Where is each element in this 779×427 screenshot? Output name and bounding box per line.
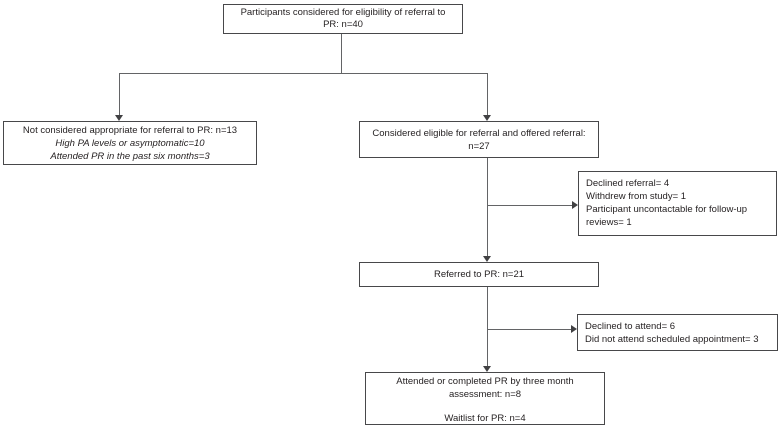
- text-line: Waitlist for PR: n=4: [444, 413, 526, 424]
- connector-branch-bar: [119, 73, 488, 74]
- box-eligible-offered: Considered eligible for referral and off…: [359, 121, 599, 158]
- box-eligibility: Participants considered for eligibility …: [223, 4, 463, 34]
- text-line: Did not attend scheduled appointment= 3: [585, 334, 759, 345]
- box-declined-referral: Declined referral= 4 Withdrew from study…: [578, 171, 777, 236]
- arrowhead-down-icon: [115, 115, 123, 121]
- arrowhead-down-icon: [483, 115, 491, 121]
- box-completed: Attended or completed PR by three month …: [365, 372, 605, 425]
- arrowhead-right-icon: [572, 201, 578, 209]
- arrowhead-down-icon: [483, 256, 491, 262]
- connector-top-stem: [341, 34, 342, 73]
- box-not-appropriate: Not considered appropriate for referral …: [3, 121, 257, 165]
- text-line: Declined to attend= 6: [585, 321, 676, 332]
- text-line: assessment: n=8: [448, 389, 522, 400]
- connector-left-drop: [119, 73, 120, 115]
- arrowhead-right-icon: [571, 325, 577, 333]
- text-line: Referred to PR: n=21: [433, 269, 525, 280]
- text-line: Attended PR in the past six months=3: [50, 151, 210, 162]
- text-line: Declined referral= 4: [586, 178, 670, 189]
- text-line: PR: n=40: [323, 19, 363, 30]
- box-referred: Referred to PR: n=21: [359, 262, 599, 287]
- text-line: Attended or completed PR by three month: [396, 376, 574, 387]
- box-declined-attend: Declined to attend= 6 Did not attend sch…: [577, 314, 778, 351]
- connector-right-drop: [487, 73, 488, 115]
- text-line: High PA levels or asymptomatic=10: [55, 138, 205, 149]
- text-line: Participants considered for eligibility …: [240, 7, 446, 18]
- connector-branch-declined-referral: [487, 205, 572, 206]
- text-line: Withdrew from study= 1: [586, 191, 687, 202]
- text-line: Not considered appropriate for referral …: [22, 125, 238, 136]
- text-line: Considered eligible for referral and off…: [372, 127, 586, 139]
- connector-branch-declined-attend: [487, 329, 571, 330]
- arrowhead-down-icon: [483, 366, 491, 372]
- connector-referred-to-completed: [487, 287, 488, 366]
- text-line: Participant uncontactable for follow-up …: [586, 204, 748, 228]
- connector-eligible-to-referred: [487, 158, 488, 256]
- text-line: n=27: [468, 140, 490, 152]
